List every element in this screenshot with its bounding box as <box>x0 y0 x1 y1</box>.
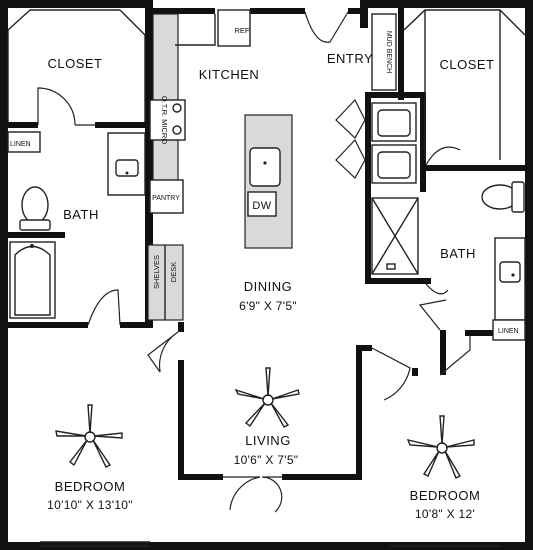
living-label: LIVING <box>245 433 291 448</box>
dining-label: DINING <box>244 279 293 294</box>
bath-left-fixtures <box>7 131 146 319</box>
living-dimensions: 10'6" X 7'5" <box>234 453 299 467</box>
ceiling-fan-bedroom-right-icon <box>406 415 475 479</box>
bedroom-left-label: BEDROOM <box>55 479 126 494</box>
desk-label: DESK <box>169 262 178 282</box>
linen-shelf-left <box>7 131 41 153</box>
bath-left-label: BATH <box>63 207 99 222</box>
closet-right <box>403 9 526 160</box>
range-micro <box>149 99 186 141</box>
ceiling-fan-bedroom-left-icon <box>55 404 123 468</box>
doors <box>37 11 471 513</box>
ceiling-fan-living-icon <box>234 367 300 428</box>
entry-label: ENTRY <box>327 51 373 66</box>
dining-dimensions: 6'9" X 7'5" <box>239 299 297 313</box>
pantry <box>149 179 184 214</box>
ref-label: REF <box>235 26 250 35</box>
pantry-label: PANTRY <box>152 195 180 202</box>
otr-micro-label: O.T.R. MICRO <box>160 96 169 144</box>
dw-label: DW <box>252 200 271 212</box>
bedroom-right-label: BEDROOM <box>410 488 481 503</box>
closet-left <box>7 9 146 122</box>
island-sink-icon <box>249 147 281 187</box>
linen-left-label: LINEN <box>10 141 31 148</box>
closet-left-label: CLOSET <box>47 56 102 71</box>
bedroom-right-dimensions: 10'8" X 12' <box>415 507 475 521</box>
closet-right-label: CLOSET <box>439 57 494 72</box>
fixture-labels: REF MUD BENCH LINEN LINEN O.T.R. MICRO P… <box>10 26 519 335</box>
linen-shelf-right <box>492 319 526 341</box>
windows <box>40 541 500 547</box>
sink-left-icon <box>115 159 139 177</box>
mud-bench-label: MUD BENCH <box>385 31 392 73</box>
bath-right-fixtures <box>371 181 526 341</box>
kitchen-fixtures <box>147 9 293 321</box>
shelves-label: SHELVES <box>152 255 161 289</box>
kitchen-label: KITCHEN <box>199 67 260 82</box>
linen-right-label: LINEN <box>498 328 519 335</box>
bath-right-label: BATH <box>440 246 476 261</box>
toilet-left-icon <box>21 186 49 224</box>
interior-walls <box>0 0 525 480</box>
sink-right-icon <box>499 261 521 283</box>
refrigerator <box>217 9 251 47</box>
bedroom-left-dimensions: 10'10" X 13'10" <box>47 498 133 512</box>
bathtub-icon <box>9 241 56 319</box>
mud-bench <box>371 13 397 91</box>
dishwasher <box>247 191 277 217</box>
room-labels: CLOSET CLOSET KITCHEN ENTRY BATH BATH DI… <box>47 51 494 521</box>
mud-bench-area <box>371 13 397 91</box>
laundry <box>371 102 417 184</box>
